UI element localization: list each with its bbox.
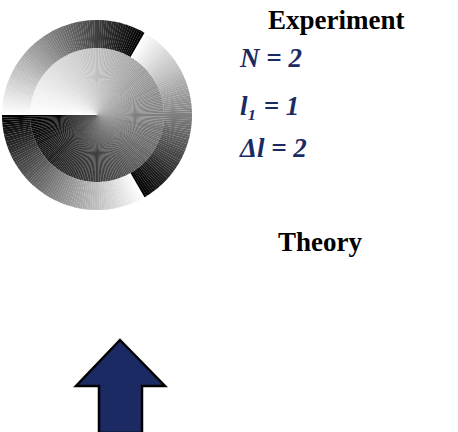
inner-phase-ring [30,108,97,115]
phase-pattern [2,20,192,210]
outer-phase-ring [95,182,98,210]
inner-phase-ring [97,115,163,125]
inner-phase-ring [30,113,97,115]
heading-text: Theory [278,228,362,258]
inner-phase-ring [97,48,102,115]
heading-text: Experiment [268,6,404,36]
inner-phase-ring [97,48,101,115]
inner-phase-ring [97,48,99,115]
inner-phase-ring [97,115,164,117]
inner-phase-ring [30,106,97,115]
outer-phase-ring [97,20,100,48]
inner-phase-ring [30,110,97,115]
parameter-label: Δl = 2 [240,134,307,164]
inner-phase-ring [97,115,163,127]
inner-phase-ring [97,115,164,122]
inner-phase-ring [97,48,104,115]
inner-phase-ring [88,115,97,182]
inner-phase-ring [30,111,97,115]
inner-phase-ring [93,115,97,182]
inner-phase-ring [87,115,97,181]
inner-phase-ring [97,115,164,124]
inner-phase-ring [95,115,97,182]
inner-phase-ring [31,103,97,115]
inner-phase-ring [31,105,97,115]
outer-phase-ring [2,113,30,116]
up-arrow [76,340,165,432]
inner-phase-ring [97,49,109,115]
inner-phase-ring [85,115,97,181]
inner-phase-ring [97,115,164,120]
parameter-label: l₁ = 1 [240,92,299,122]
parameter-label: N = 2 [240,44,302,74]
inner-phase-ring [97,49,107,115]
inner-phase-ring [90,115,97,182]
inner-phase-ring [97,115,164,119]
inner-phase-ring [92,115,97,182]
outer-phase-ring [164,115,192,118]
inner-phase-ring [97,48,106,115]
